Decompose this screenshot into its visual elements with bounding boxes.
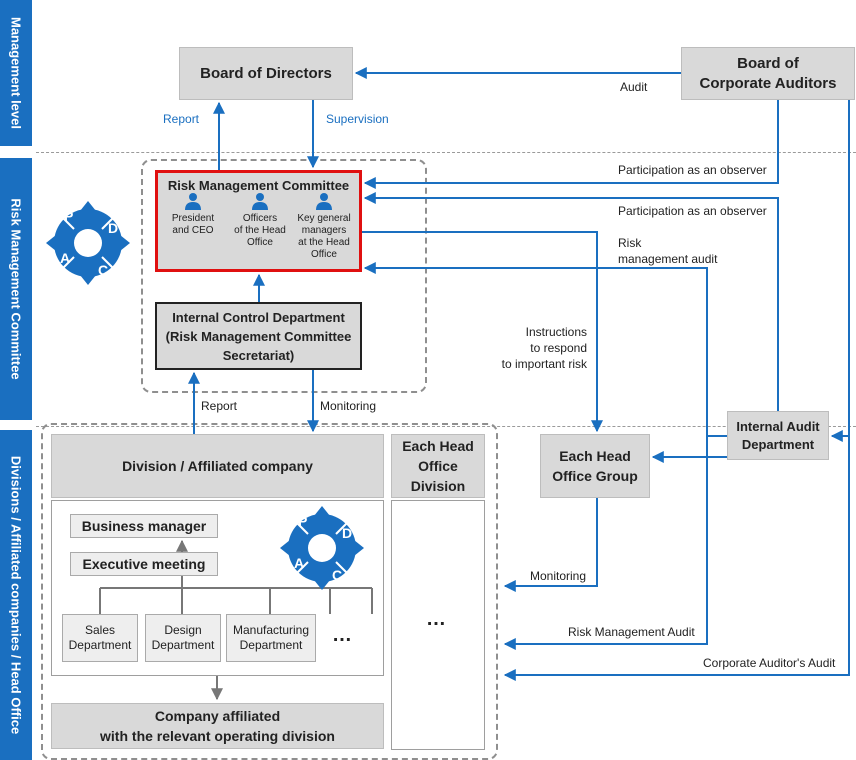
label-monitoring-mid: Monitoring (320, 399, 377, 413)
label-audit: Audit (620, 80, 648, 94)
sales-line1: Sales (84, 623, 116, 637)
person-icon (185, 193, 201, 210)
design-line2: Department (151, 638, 215, 652)
manufacturing-line1: Manufacturing (232, 623, 310, 637)
icd-line3: Secretariat) (222, 347, 295, 363)
person-icon (316, 193, 332, 210)
design-line1: Design (164, 623, 202, 637)
label-observer-2: Participation as an observer (618, 204, 767, 218)
internal-control-department: Internal Control Department (Risk Manage… (155, 302, 362, 370)
affiliated-line2: with the relevant operating division (100, 728, 335, 744)
board-of-directors: Board of Directors (179, 47, 353, 100)
business-manager-label: Business manager (81, 517, 207, 534)
pdca2-p: P (298, 513, 308, 529)
departments-ellipsis: … (332, 624, 352, 646)
pdca-cycle-icon (46, 201, 130, 285)
label-monitoring-bottom: Monitoring (530, 569, 587, 583)
member-key-line3: at the Head (298, 237, 350, 248)
person-icon (252, 193, 268, 210)
division-header: Division / Affiliated company (51, 434, 384, 498)
heog-line2: Office Group (552, 468, 638, 484)
affiliated-line1: Company affiliated (154, 708, 281, 724)
label-observer-1: Participation as an observer (618, 163, 767, 177)
division-header-label: Division / Affiliated company (122, 458, 313, 474)
label-report-top: Report (163, 112, 200, 126)
auditors-label-2: Corporate Auditors (699, 74, 837, 92)
division-group (41, 423, 498, 760)
arrow-ca-audit (503, 100, 850, 681)
head-office-ellipsis: … (426, 608, 446, 630)
arrow-monitoring-bottom (503, 498, 598, 592)
company-affiliated: Company affiliated with the relevant ope… (51, 703, 384, 749)
member-key-line4: Office (311, 249, 337, 260)
internal-audit-department: Internal Audit Department (727, 411, 829, 460)
label-instructions-3: to important risk (501, 357, 587, 371)
pdca-d: D (108, 220, 119, 236)
arrow-rm-audit-bottom (503, 436, 708, 650)
label-rm-audit: Risk management audit (618, 235, 717, 267)
label-rm-audit-1: Risk (618, 236, 642, 250)
committee-title: Risk Management Committee (167, 178, 350, 193)
arrow-instructions (362, 231, 603, 433)
executive-meeting: Executive meeting (70, 552, 218, 576)
label-ca-audit: Corporate Auditor's Audit (703, 656, 836, 670)
iad-line2: Department (741, 436, 815, 452)
label-instructions-2: to respond (530, 341, 587, 355)
label-report-mid: Report (201, 399, 238, 413)
pdca2-a: A (294, 555, 305, 571)
pdca2-d: D (342, 525, 353, 541)
member-officers-line3: Office (247, 237, 273, 248)
separator-bottom (36, 426, 856, 427)
member-president-line2: and CEO (172, 225, 214, 236)
sales-line2: Department (68, 638, 132, 652)
pdca-c: C (98, 262, 109, 278)
arrow-observer-1 (363, 100, 779, 189)
separator-top (36, 152, 856, 153)
band-risk-committee: Risk Management Committee (0, 158, 32, 420)
label-rm-audit-2: management audit (618, 252, 718, 266)
auditors-label-1: Board of (737, 54, 799, 72)
pdca-p: P (64, 208, 74, 224)
committee-group (141, 159, 427, 393)
each-head-office-group: Each Head Office Group (540, 434, 650, 498)
band-divisions: Divisions / Affiliated companies / Head … (0, 430, 32, 760)
heog-line1: Each Head (559, 448, 631, 464)
label-instructions: Instructions to respond to important risk (498, 324, 587, 372)
business-manager: Business manager (70, 514, 218, 538)
band-management-level: Management level (0, 0, 32, 146)
heod-line2: Office (418, 458, 458, 474)
member-key-line2: managers (301, 225, 347, 236)
pdca-cycle-icon-2 (280, 506, 364, 590)
board-label: Board of Directors (200, 65, 332, 82)
label-supervision: Supervision (326, 112, 389, 126)
pdca-a: A (60, 250, 71, 266)
arrow-rm-audit (363, 262, 727, 437)
iad-line1: Internal Audit (736, 418, 820, 434)
pdca2-c: C (332, 567, 343, 583)
icd-line2: (Risk Management Committee (165, 328, 352, 344)
manufacturing-line2: Department (239, 638, 303, 652)
arrow-observer-2 (363, 192, 779, 411)
each-head-office-division: Each Head Office Division (391, 434, 485, 498)
member-officers-line2: of the Head (234, 225, 286, 236)
board-of-corporate-auditors: Board of Corporate Auditors (681, 47, 855, 100)
heod-line1: Each Head (402, 438, 474, 454)
member-officers-line1: Officers (242, 213, 278, 224)
risk-management-committee: Risk Management Committee (155, 170, 362, 272)
label-rm-audit-bottom: Risk Management Audit (568, 625, 695, 639)
icd-line1: Internal Control Department (172, 309, 345, 325)
member-key-line1: Key general (297, 213, 351, 224)
head-office-division-body (391, 500, 485, 750)
executive-meeting-label: Executive meeting (82, 555, 206, 572)
member-president-line1: President (171, 213, 215, 224)
heod-line3: Division (410, 478, 466, 494)
label-instructions-1: Instructions (525, 325, 587, 339)
